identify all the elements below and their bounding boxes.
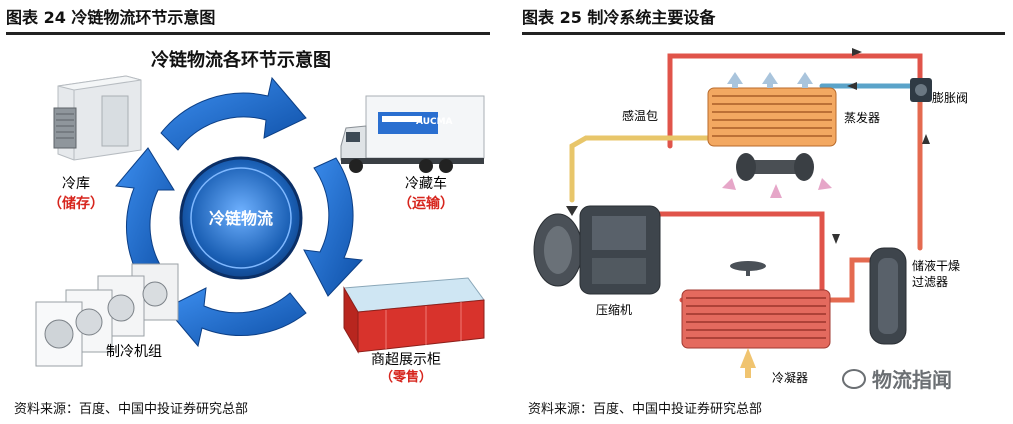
flow-arrow-right <box>922 134 930 144</box>
label-evaporator: 蒸发器 <box>844 110 880 125</box>
node-label-display-freezer: 商超展示柜 <box>371 352 441 368</box>
evaporator-airflow-up <box>727 72 813 88</box>
display-freezer-image <box>343 277 485 354</box>
source-left: 资料来源：百度、中国中投证券研究总部 <box>14 402 249 417</box>
node-role-display-freezer: （零售） <box>380 369 432 384</box>
ring-arrow-left <box>115 147 175 289</box>
pipe-suction-line <box>569 135 715 203</box>
ring-arrow-top <box>160 76 307 151</box>
node-role-cold-storage: （储存） <box>48 195 104 212</box>
center-inner-ring <box>190 167 292 269</box>
flow-arrow-valve <box>847 82 857 90</box>
node-role-truck: （运输） <box>398 195 454 212</box>
ring-arrow-bottom <box>165 287 307 348</box>
truck-brand-text: AUCMA <box>416 117 453 127</box>
fan-airflow-arrows <box>722 178 832 198</box>
node-label-cold-storage: 冷库 <box>62 176 90 192</box>
flow-arrows <box>566 48 930 244</box>
flow-arrow-suction <box>566 206 578 216</box>
figure-25-title: 图表 25 制冷系统主要设备 <box>522 8 716 27</box>
diagram-title: 冷链物流各环节示意图 <box>151 49 331 71</box>
label-condenser: 冷凝器 <box>772 370 808 384</box>
cold-storage-image <box>53 75 142 161</box>
watermark: 物流指闻 <box>842 364 952 393</box>
refrigeration-units-image <box>35 263 179 367</box>
source-right: 资料来源：百度、中国中投证券研究总部 <box>528 402 763 417</box>
cold-chain-diagram: 冷链物流各环节示意图 冷链物流 冷库 （储存） AUCMA 冷藏车 （运输） <box>35 49 485 384</box>
expansion-valve <box>910 78 932 102</box>
condenser <box>681 289 831 349</box>
center-circle <box>179 156 303 280</box>
label-sensor-bulb: 感温包 <box>622 108 658 123</box>
label-expansion-valve: 膨胀阀 <box>932 91 968 105</box>
condenser-fan <box>730 261 766 276</box>
wechat-icon <box>842 368 866 389</box>
evaporator <box>707 87 837 147</box>
refrigeration-system-diagram: 感温包 蒸发器 膨胀阀 压缩机 冷凝器 储液干燥 过滤器 <box>533 48 968 384</box>
refrigerated-truck-image <box>340 95 485 173</box>
condenser-airflow-arrow <box>740 348 756 378</box>
title-rule-left <box>6 32 490 35</box>
center-label: 冷链物流 <box>209 209 273 228</box>
pipe-condenser-to-receiver <box>819 257 875 303</box>
figure-24-title: 图表 24 冷链物流环节示意图 <box>6 8 216 27</box>
title-rule-right <box>522 32 1005 35</box>
compressor <box>533 205 661 295</box>
watermark-text: 物流指闻 <box>872 368 952 392</box>
cycle-ring <box>115 76 364 348</box>
flow-arrow-discharge <box>832 234 840 244</box>
label-receiver-drier-2: 过滤器 <box>912 275 948 289</box>
ring-arrow-right <box>303 157 364 297</box>
node-label-truck: 冷藏车 <box>405 175 447 192</box>
label-receiver-drier-1: 储液干燥 <box>912 258 960 273</box>
node-label-refrigeration-unit: 制冷机组 <box>106 344 162 360</box>
label-compressor: 压缩机 <box>596 302 632 317</box>
flow-arrow-top <box>852 48 862 56</box>
evaporator-fan <box>736 153 814 181</box>
receiver-drier <box>869 247 907 345</box>
